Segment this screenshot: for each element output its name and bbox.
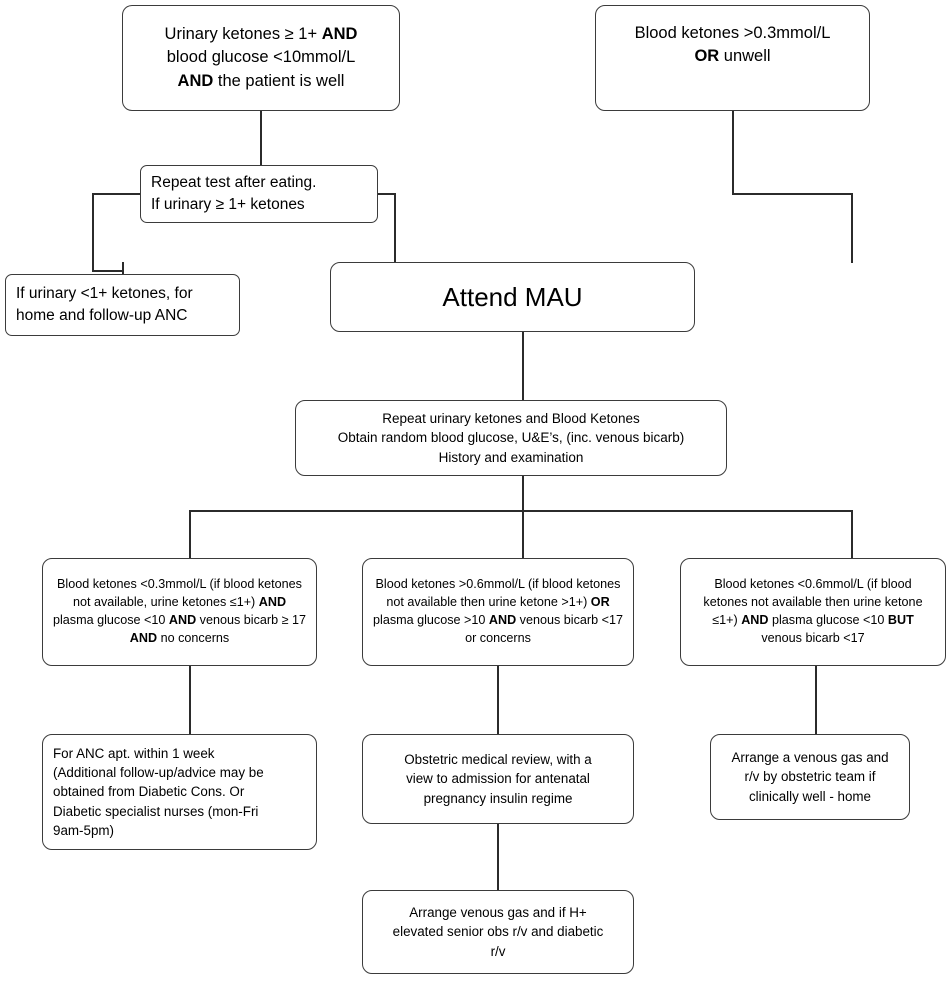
connector-split-right-drop — [851, 510, 853, 558]
connector-branchmiddle-to-outcomemiddle — [497, 666, 499, 734]
branchmiddle-seg5: venous bicarb <17 or concerns — [465, 613, 623, 645]
branchright-seg5: venous bicarb <17 — [761, 630, 865, 645]
node-repeat-test[interactable]: Repeat test after eating. If urinary ≥ 1… — [140, 165, 378, 223]
branchleft-seg7: no concerns — [157, 630, 230, 645]
connector-to-home-anc — [92, 270, 124, 272]
branchright-seg3: plasma glucose <10 — [768, 613, 888, 627]
outcomeright-line1: Arrange a venous gas and — [731, 750, 889, 766]
branchright-seg1: Blood ketones <0.6mmol/L (if blood keton… — [703, 577, 923, 627]
node-outcome-right[interactable]: Arrange a venous gas and r/v by obstetri… — [710, 734, 910, 820]
connector-split-bar — [189, 510, 853, 512]
connector-mau-to-investigations — [522, 330, 524, 401]
repeat-line2: If urinary ≥ 1+ ketones — [151, 196, 305, 213]
branchleft-seg6: AND — [129, 630, 158, 645]
outcomeleft-line5: 9am-5pm) — [53, 822, 115, 838]
branchleft-seg1: Blood ketones <0.3mmol/L (if blood keton… — [57, 577, 302, 610]
branchmiddle-seg4: AND — [488, 613, 517, 627]
outcomeleft-line1: For ANC apt. within 1 week — [53, 746, 215, 762]
repeat-line1: Repeat test after eating. — [151, 174, 317, 191]
connector-split-middle-drop — [522, 510, 524, 558]
outcomeright-line2: r/v by obstetric team if — [744, 769, 876, 785]
urinary-line1-a: Urinary ketones ≥ 1+ — [164, 24, 322, 43]
connector-repeat-left — [92, 193, 142, 195]
branchmiddle-seg1: Blood ketones >0.6mmol/L (if blood keton… — [375, 577, 621, 610]
bloodketones-line2-bold: OR — [694, 47, 720, 66]
node-blood-ketones[interactable]: Blood ketones >0.3mmol/L OR unwell — [595, 5, 870, 111]
urinary-line1-bold: AND — [321, 24, 358, 43]
branchleft-seg4: AND — [168, 613, 197, 627]
branchleft-seg2: AND — [258, 595, 287, 610]
node-branch-right[interactable]: Blood ketones <0.6mmol/L (if blood keton… — [680, 558, 946, 666]
investigations-line1: Repeat urinary ketones and Blood Ketones — [382, 411, 640, 427]
outcomemiddle-line3: pregnancy insulin regime — [423, 790, 573, 806]
urinary-line3-bold: AND — [177, 71, 214, 90]
homeanc-line2: home and follow-up ANC — [16, 307, 188, 324]
node-urinary-ketones[interactable]: Urinary ketones ≥ 1+ AND blood glucose <… — [122, 5, 400, 111]
outcomeleft-line2: (Additional follow-up/advice may be — [53, 765, 264, 781]
outcomebottom-line1: Arrange venous gas and if H+ — [409, 905, 587, 921]
outcomeleft-line4: Diabetic specialist nurses (mon-Fri — [53, 803, 259, 819]
node-investigations[interactable]: Repeat urinary ketones and Blood Ketones… — [295, 400, 727, 476]
connector-branchleft-to-outcomeleft — [189, 666, 191, 734]
branchright-seg4: BUT — [887, 613, 914, 627]
urinary-line3-b: the patient is well — [213, 71, 345, 90]
urinary-line2: blood glucose <10mmol/L — [166, 48, 356, 67]
node-home-anc[interactable]: If urinary <1+ ketones, for home and fol… — [5, 274, 240, 336]
node-outcome-middle[interactable]: Obstetric medical review, with a view to… — [362, 734, 634, 824]
connector-repeat-down-to-mau — [394, 193, 396, 263]
node-branch-left[interactable]: Blood ketones <0.3mmol/L (if blood keton… — [42, 558, 317, 666]
connector-repeat-right — [377, 193, 396, 195]
connector-bloodketones-right — [732, 193, 853, 195]
branchleft-seg5: venous bicarb ≥ 17 — [196, 613, 306, 627]
branchmiddle-seg2: OR — [590, 595, 610, 610]
branchright-seg2: AND — [741, 613, 769, 627]
bloodketones-line2-b: unwell — [719, 47, 771, 66]
outcomeright-line3: clinically well - home — [748, 788, 872, 804]
branchmiddle-seg3: plasma glucose >10 — [373, 613, 489, 627]
node-outcome-left[interactable]: For ANC apt. within 1 week (Additional f… — [42, 734, 317, 850]
investigations-line2: Obtain random blood glucose, U&E’s, (inc… — [337, 430, 685, 446]
connector-outcomemiddle-to-bottom — [497, 824, 499, 890]
connector-branchright-to-outcomeright — [815, 666, 817, 734]
connector-urinary-to-repeat — [260, 110, 262, 166]
outcomebottom-line2: elevated senior obs r/v and diabetic — [392, 924, 604, 940]
connector-split-left-drop — [189, 510, 191, 558]
node-outcome-bottom[interactable]: Arrange venous gas and if H+ elevated se… — [362, 890, 634, 974]
outcomeleft-line3: obtained from Diabetic Cons. Or — [53, 784, 245, 800]
node-branch-middle[interactable]: Blood ketones >0.6mmol/L (if blood keton… — [362, 558, 634, 666]
outcomebottom-line3: r/v — [490, 943, 506, 959]
attend-mau-label: Attend MAU — [442, 281, 583, 312]
branchleft-seg3: plasma glucose <10 — [53, 613, 169, 627]
connector-investigations-down — [522, 475, 524, 512]
connector-home-anc-stub — [122, 262, 124, 274]
node-attend-mau[interactable]: Attend MAU — [330, 262, 695, 332]
outcomemiddle-line2: view to admission for antenatal — [406, 771, 590, 787]
connector-bloodketones-down — [732, 110, 734, 194]
homeanc-line1: If urinary <1+ ketones, for — [16, 285, 193, 302]
connector-bloodketones-to-mau — [851, 193, 853, 263]
investigations-line3: History and examination — [438, 449, 584, 465]
bloodketones-line1: Blood ketones >0.3mmol/L — [634, 24, 831, 42]
outcomemiddle-line1: Obstetric medical review, with a — [404, 752, 592, 768]
connector-repeat-left-down — [92, 193, 94, 271]
